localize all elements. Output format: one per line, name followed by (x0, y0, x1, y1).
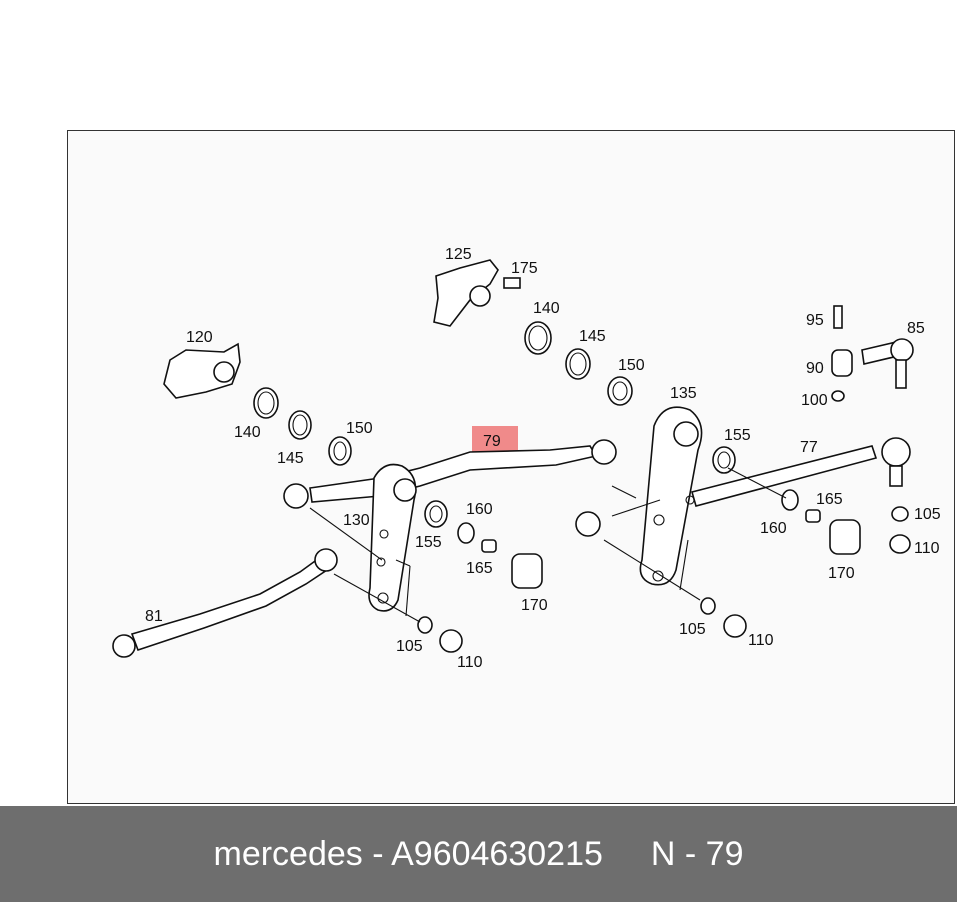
ring-150-top (607, 376, 633, 406)
tie-rod-end-85 (861, 338, 914, 389)
label-155-right: 155 (724, 427, 751, 444)
label-105-mid: 105 (679, 621, 706, 638)
cap-170-left (511, 553, 543, 589)
brand-part-number: mercedes - A9604630215 (213, 834, 603, 873)
washer-160-right (781, 489, 799, 511)
lever-130 (368, 463, 417, 612)
label-165-right: 165 (816, 491, 843, 508)
label-110-left: 110 (457, 654, 483, 671)
leader-lines (309, 467, 787, 623)
ring-150-left (328, 436, 352, 466)
label-140-top: 140 (533, 300, 560, 317)
steering-knuckle-125 (433, 259, 499, 327)
label-175: 175 (511, 260, 538, 277)
drag-link-79 (309, 445, 598, 503)
cap-110-left (439, 629, 463, 653)
ball-joint-left (283, 483, 309, 509)
label-170-right: 170 (828, 565, 855, 582)
label-79: 79 (483, 433, 501, 450)
washer-160-left (457, 522, 475, 544)
label-140-left: 140 (234, 424, 261, 441)
label-130: 130 (343, 512, 370, 529)
label-170-left: 170 (521, 597, 548, 614)
ring-155-left (424, 500, 448, 528)
cap-170-right (829, 519, 861, 555)
label-81: 81 (145, 608, 163, 625)
ring-145-left (288, 410, 312, 440)
label-95: 95 (806, 312, 824, 329)
nut-105-left (417, 616, 433, 634)
nut-105-right (891, 506, 909, 522)
label-77: 77 (800, 439, 818, 456)
label-85: 85 (907, 320, 925, 337)
label-165-left: 165 (466, 560, 493, 577)
ball-joint-mid (575, 511, 601, 537)
clamp-90 (831, 349, 853, 377)
drag-link-81 (112, 548, 338, 658)
steering-knuckle-120 (163, 342, 241, 399)
label-160-right: 160 (760, 520, 787, 537)
label-110-right: 110 (914, 540, 940, 557)
tie-rod-77 (691, 437, 911, 507)
label-135: 135 (670, 385, 697, 402)
label-125: 125 (445, 246, 472, 263)
cap-110-mid (723, 614, 747, 638)
label-145-top: 145 (579, 328, 606, 345)
nut-165-left (481, 539, 497, 553)
label-145-left: 145 (277, 450, 304, 467)
nut-165-right (805, 509, 821, 523)
cap-110-right (889, 534, 911, 554)
lever-135 (639, 406, 703, 586)
bolt-95 (833, 305, 843, 329)
label-150-top: 150 (618, 357, 645, 374)
nut-100 (831, 390, 845, 402)
ring-140-left (253, 387, 279, 419)
label-160-left: 160 (466, 501, 493, 518)
ring-140-top (524, 321, 552, 355)
ball-joint-right (591, 439, 617, 465)
diagram-reference: N - 79 (650, 834, 744, 873)
nut-105-mid (700, 597, 716, 615)
label-105-right: 105 (914, 506, 941, 523)
ring-155-right (712, 446, 736, 474)
ring-145-top (565, 348, 591, 380)
highlight-79 (472, 426, 518, 454)
label-100: 100 (801, 392, 828, 409)
label-110-mid: 110 (748, 632, 774, 649)
label-90: 90 (806, 360, 824, 377)
label-150-left: 150 (346, 420, 373, 437)
label-105-left: 105 (396, 638, 423, 655)
footer-banner: mercedes - A9604630215 N - 79 (0, 806, 957, 902)
bolt-175 (503, 277, 521, 289)
label-120: 120 (186, 329, 213, 346)
label-155-left: 155 (415, 534, 442, 551)
